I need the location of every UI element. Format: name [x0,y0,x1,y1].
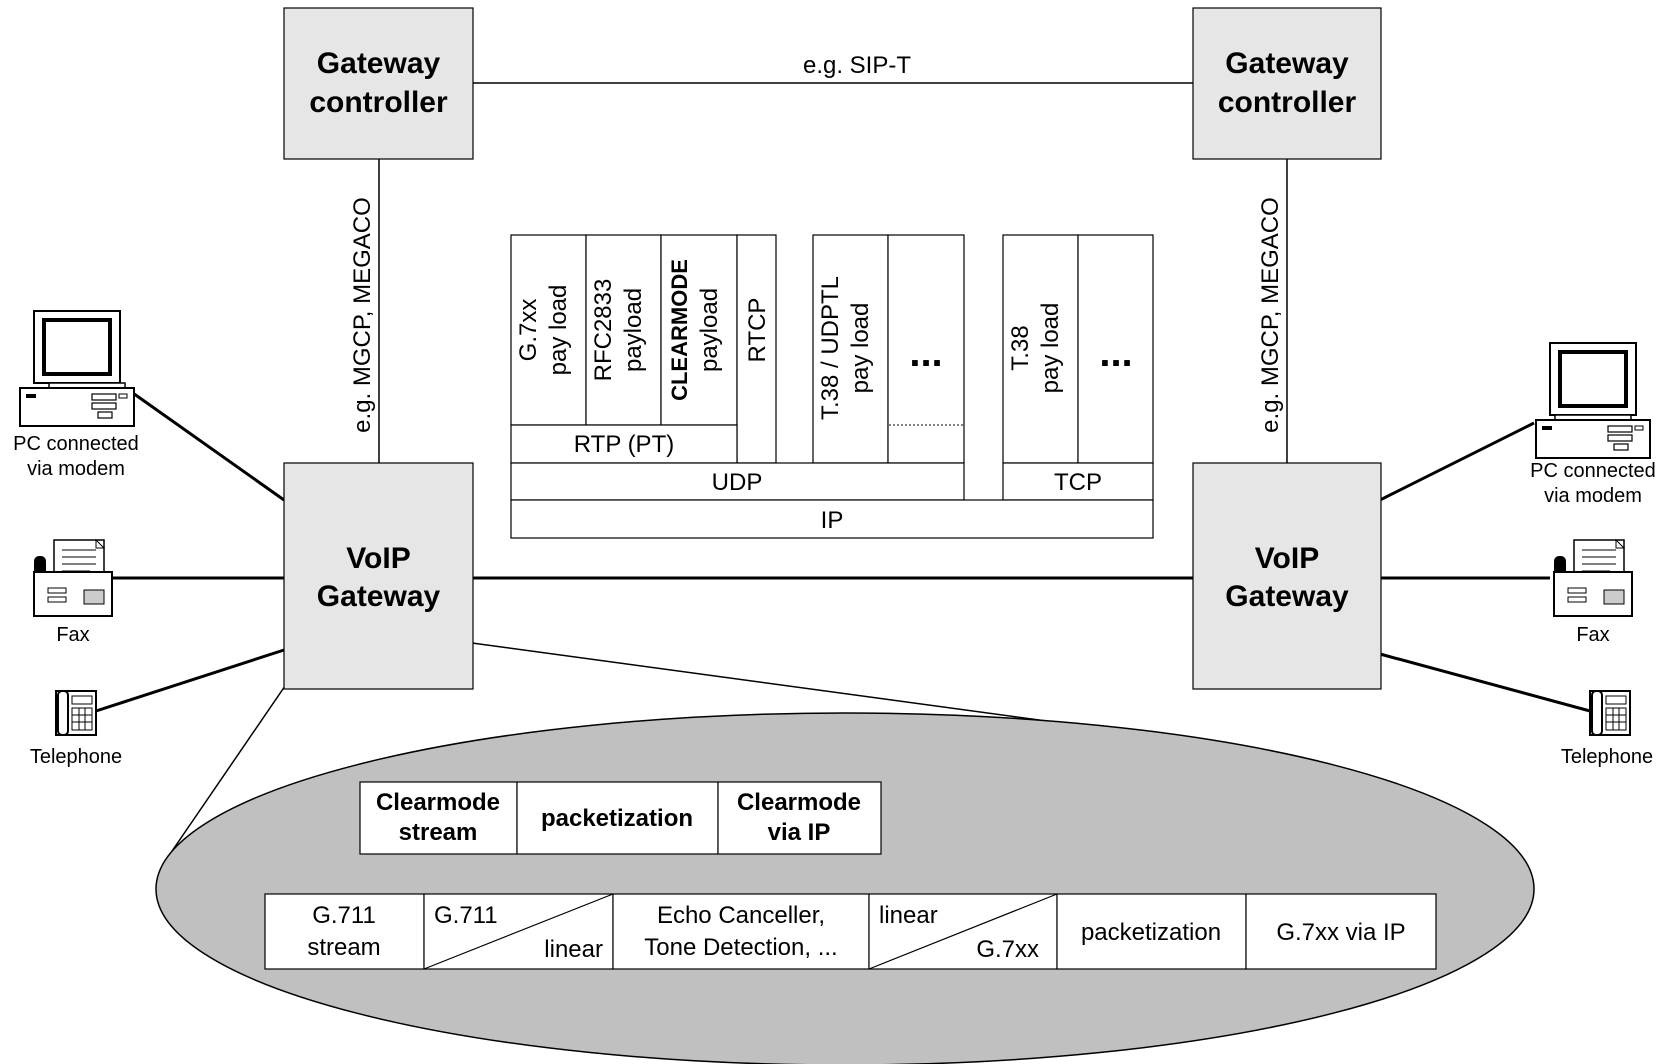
voice-chain: G.711 stream G.711 linear Echo Canceller… [264,893,1437,970]
g711-stream-label-line2: stream [307,934,380,961]
controller-label-line2: controller [309,86,448,119]
rtcp-label: RTCP [744,298,771,363]
right-pc-label-line2: via modem [1544,485,1642,507]
t38-udptl-label-line1: T.38 / UDPTL [817,276,844,420]
rfc2833-payload-label-line1: RFC2833 [590,279,617,382]
g7xx-via-ip-label: G.7xx via IP [1276,919,1405,946]
clearmode-stream-label-line2: stream [399,819,478,846]
voip-gateway-label-line1: VoIP [346,542,410,575]
clearmode-packetization-label: packetization [541,805,693,832]
tcp-label: TCP [1054,469,1102,496]
voip-gateway-label-line2: Gateway [317,580,441,613]
g7xx-payload-label-line1: G.7xx [515,299,542,362]
t38-payload-label-line1: T.38 [1007,325,1034,370]
g711-linear-bottom-label: linear [544,936,603,963]
voip-gateway-label-line2: Gateway [1225,580,1349,613]
clearmode-stream-label-line1: Clearmode [376,789,500,816]
fax-icon [1553,538,1633,617]
controller-label-line1: Gateway [1225,47,1349,80]
gateway-detail-ellipse [155,712,1535,1064]
voice-packetization-label: packetization [1081,919,1221,946]
clearmode-via-ip-label-line2: via IP [768,819,831,846]
control-link-label-right: e.g. MGCP, MEGACO [1257,197,1284,433]
left-telephone-label: Telephone [30,746,122,768]
zoom-line-right [434,637,1121,732]
right-pc-line [1379,421,1535,502]
left-pc-label-line1: PC connected [13,433,139,455]
left-telephone-line [95,648,285,713]
controller-label-line1: Gateway [317,47,441,80]
gateway-controller-right: Gateway controller [1192,7,1382,160]
echo-canceller-label-line1: Echo Canceller, [657,902,825,929]
right-fax-label: Fax [1576,624,1609,646]
voip-gateway-left: VoIP Gateway [283,462,474,690]
t38-payload-label-line2: pay load [1037,303,1064,394]
clearmode-via-ip-label-line1: Clearmode [737,789,861,816]
fax-icon [33,538,113,617]
ip-label: IP [821,507,844,534]
clearmode-chain: Clearmode stream packetization Clearmode… [359,781,882,855]
left-fax-label: Fax [56,624,89,646]
telephone-icon [1589,690,1631,736]
right-telephone-label: Telephone [1561,746,1653,768]
t38-udptl-label-line2: pay load [847,303,874,394]
voip-gateway-label-line1: VoIP [1255,542,1319,575]
control-link-label-left: e.g. MGCP, MEGACO [349,197,376,433]
left-pc-line [129,389,285,502]
controller-link-label: e.g. SIP-T [803,52,911,79]
linear-g7xx-top-label: linear [879,902,938,929]
g711-stream-label-line1: G.711 [312,902,376,929]
linear-g7xx-bottom-label: G.7xx [976,936,1039,963]
tcp-ellipsis-label: ... [1099,331,1132,375]
rtp-label: RTP (PT) [574,431,674,458]
echo-canceller-label-line2: Tone Detection, ... [644,934,837,961]
left-pc-label-line2: via modem [27,458,125,480]
computer-icon [1535,342,1651,459]
g7xx-payload-label-line2: pay load [545,285,572,376]
telephone-icon [55,690,97,736]
udp-label: UDP [712,469,763,496]
clearmode-payload-label-line1: CLEARMODE [667,259,692,401]
computer-icon [19,310,135,427]
protocol-stack: G.7xx pay load RFC2833 payload CLEARMODE… [510,234,1154,539]
controller-label-line2: controller [1218,86,1357,119]
right-telephone-line [1379,652,1591,713]
udp-ellipsis-label: ... [909,331,942,375]
gateway-controller-left: Gateway controller [283,7,474,160]
g711-linear-top-label: G.711 [434,902,498,929]
voip-gateway-right: VoIP Gateway [1192,462,1382,690]
rfc2833-payload-label-line2: payload [620,288,647,372]
right-pc-label-line1: PC connected [1530,460,1656,482]
clearmode-payload-label-line2: payload [696,288,723,372]
